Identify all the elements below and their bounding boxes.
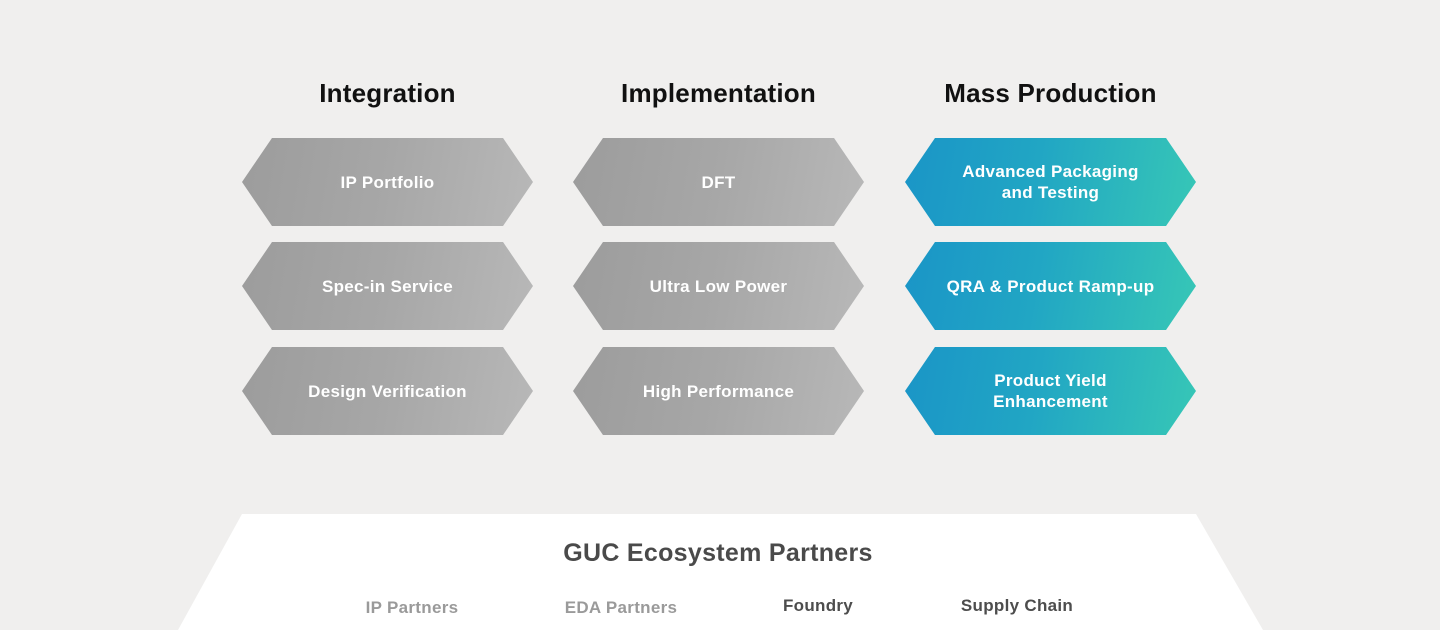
hex-design-verification[interactable]: Design Verification: [242, 347, 533, 435]
hex-label: Ultra Low Power: [649, 276, 788, 296]
hex-label: Product Yield Enhancement: [993, 371, 1108, 411]
ecosystem-title: GUC Ecosystem Partners: [563, 539, 873, 567]
column-title-implementation: Implementation: [621, 78, 816, 108]
hex-label: IP Portfolio: [340, 172, 435, 192]
partner-tab-ip-partners[interactable]: IP Partners: [365, 598, 459, 617]
hex-label: Design Verification: [308, 381, 467, 401]
ecosystem-panel: GUC Ecosystem Partners IP Partners EDA P…: [0, 514, 1440, 630]
column-title-integration: Integration: [319, 78, 456, 108]
partner-tab-foundry[interactable]: Foundry: [782, 596, 854, 615]
hex-label: QRA & Product Ramp-up: [946, 276, 1155, 296]
hex-spec-in-service[interactable]: Spec-in Service: [242, 242, 533, 330]
ecosystem-trapezoid: [178, 514, 1263, 630]
hex-advanced-packaging-testing[interactable]: Advanced Packaging and Testing: [905, 138, 1196, 226]
hex-high-performance[interactable]: High Performance: [573, 347, 864, 435]
hex-qra-product-ramp-up[interactable]: QRA & Product Ramp-up: [905, 242, 1196, 330]
hex-label: Spec-in Service: [321, 276, 454, 296]
hex-ultra-low-power[interactable]: Ultra Low Power: [573, 242, 864, 330]
hex-ip-portfolio[interactable]: IP Portfolio: [242, 138, 533, 226]
column-title-mass-production: Mass Production: [944, 78, 1157, 108]
partner-tab-eda-partners[interactable]: EDA Partners: [564, 598, 678, 617]
hex-label: High Performance: [642, 381, 795, 401]
hex-product-yield-enhancement[interactable]: Product Yield Enhancement: [905, 347, 1196, 435]
hex-label: Advanced Packaging and Testing: [962, 162, 1139, 202]
hex-label: DFT: [701, 172, 736, 192]
partner-tab-supply-chain[interactable]: Supply Chain: [960, 596, 1074, 615]
hex-dft[interactable]: DFT: [573, 138, 864, 226]
